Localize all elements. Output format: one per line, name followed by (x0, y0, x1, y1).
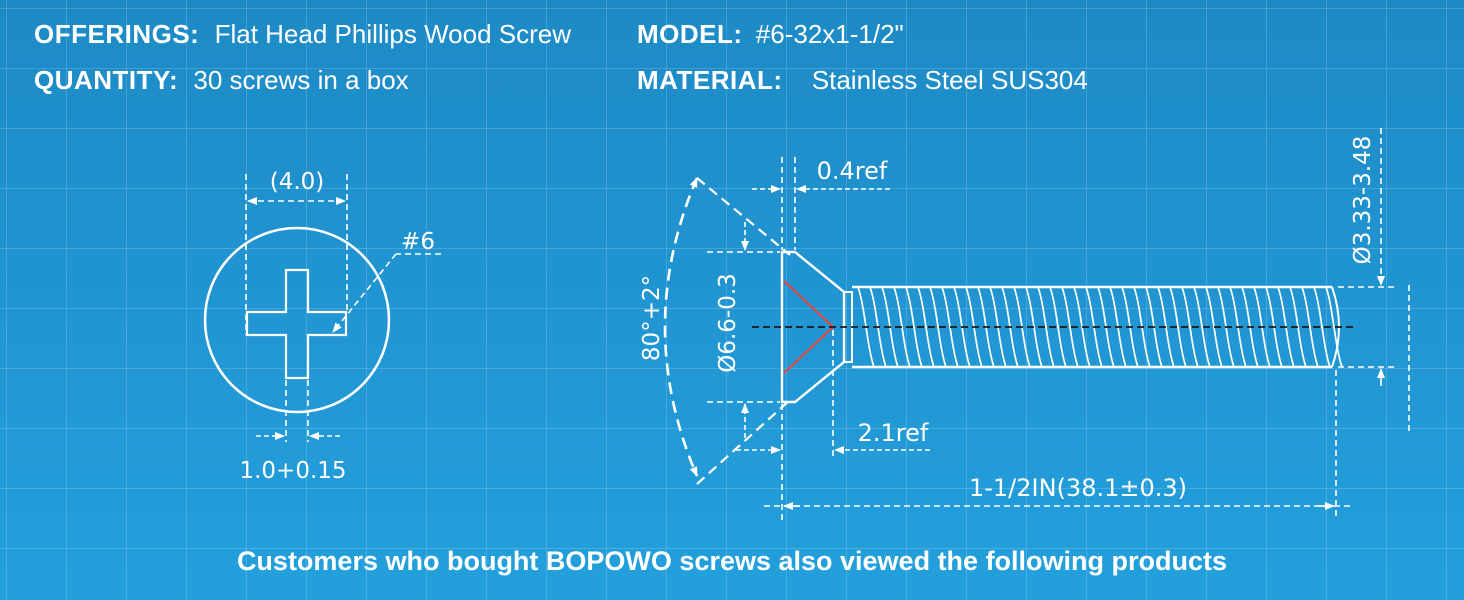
thread-crest (917, 286, 935, 368)
related-products-heading: Customers who bought BOPOWO screws also … (236, 546, 1228, 576)
offerings-label: OFFERINGS: (34, 19, 200, 49)
material-row: MATERIAL: Stainless Steel SUS304 (637, 65, 1088, 95)
thread-crest (1169, 286, 1187, 368)
head-top-view (203, 226, 391, 414)
head-height-label: 0.4ref (817, 157, 888, 185)
head-diameter-label: Ø6.6-0.3 (715, 273, 741, 373)
phillips-recess (245, 268, 348, 380)
head-view-dimensions (245, 174, 441, 442)
material-value: Stainless Steel SUS304 (811, 65, 1088, 95)
thread-crest (1325, 286, 1343, 368)
screw-head-outline (203, 226, 391, 414)
head-angle-ray-lower (696, 399, 791, 485)
offerings-row: OFFERINGS: Flat Head Phillips Wood Screw (34, 19, 571, 49)
recess-cone-upper (783, 280, 834, 328)
model-value: #6-32x1-1/2" (755, 19, 904, 49)
model-row: MODEL: #6-32x1-1/2" (637, 19, 904, 49)
thread-crest (1313, 286, 1331, 368)
thread-crest (1061, 286, 1079, 368)
quantity-value: 30 screws in a box (193, 65, 409, 95)
quantity-row: QUANTITY: 30 screws in a box (34, 65, 409, 95)
recess-width-label: (4.0) (270, 169, 325, 195)
size-callout-leader (332, 253, 397, 333)
size-callout-label: #6 (401, 229, 435, 255)
thread-crest (1301, 286, 1319, 368)
quantity-label: QUANTITY: (34, 65, 179, 95)
thread-crest (1049, 286, 1067, 368)
recess-depth-label: 2.1ref (858, 419, 929, 447)
offerings-value: Flat Head Phillips Wood Screw (214, 19, 572, 49)
material-label: MATERIAL: (637, 65, 783, 95)
recess-depth-marks (783, 280, 834, 374)
thread-crest (1037, 286, 1055, 368)
model-label: MODEL: (637, 19, 743, 49)
side-view-dimensions (663, 128, 1410, 520)
recess-cone-lower (783, 326, 834, 374)
thread-crest (1181, 286, 1199, 368)
thread-crest (929, 286, 947, 368)
thread-crest (905, 286, 923, 368)
thread-diameter-label: Ø3.33-3.48 (1350, 136, 1376, 265)
length-label: 1-1/2IN(38.1±0.3) (969, 474, 1187, 502)
head-angle-ray-upper (696, 177, 791, 256)
head-angle-arc (663, 177, 699, 477)
head-angle-label: 80°+2° (639, 275, 665, 361)
thread-crest (1193, 286, 1211, 368)
slot-width-label: 1.0+0.15 (239, 458, 346, 484)
